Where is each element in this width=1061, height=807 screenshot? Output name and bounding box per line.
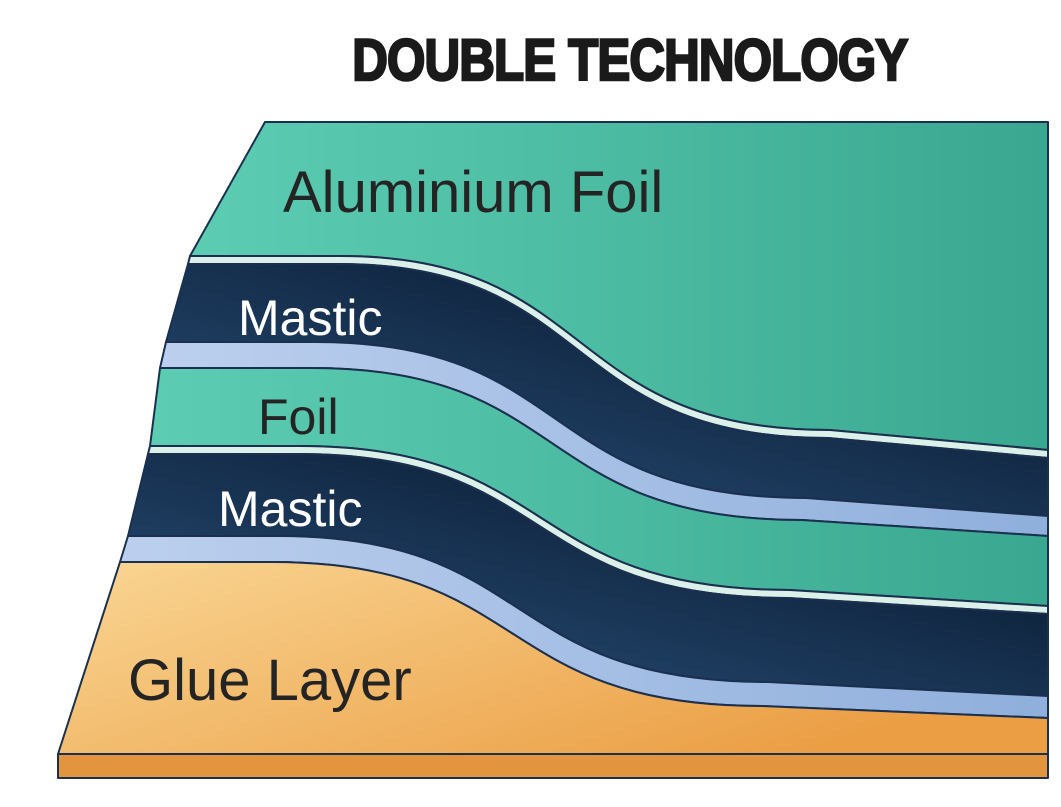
label-foil: Foil (258, 389, 339, 445)
label-mastic-upper: Mastic (238, 290, 382, 346)
diagram-title: DOUBLE TECHNOLOGY (352, 28, 908, 93)
glue-layer-bottom-edge (57, 753, 1049, 779)
label-glue-layer: Glue Layer (128, 648, 412, 713)
glue-layer-surface (57, 561, 1049, 755)
label-aluminium-foil: Aluminium Foil (283, 160, 663, 225)
label-mastic-lower: Mastic (218, 481, 362, 537)
